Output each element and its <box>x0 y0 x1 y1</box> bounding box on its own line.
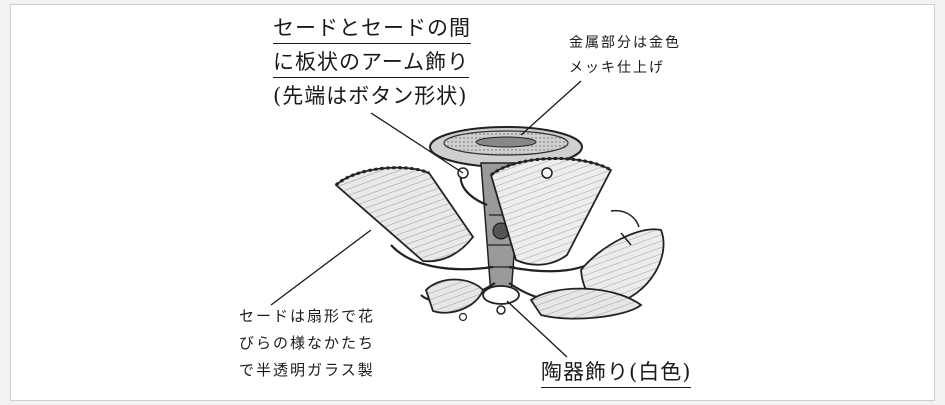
annotation-arm-line2: に板状のアーム飾り <box>273 48 470 78</box>
annotation-arm-line1: セードとセードの間 <box>273 14 471 44</box>
annotation-arm: セードとセードの間 に板状のアーム飾り (先端はボタン形状) <box>273 11 471 113</box>
glass-shade-front-left <box>424 278 485 314</box>
annotation-metal: 金属部分は金色 メッキ仕上げ <box>569 31 681 81</box>
glass-shade-left <box>334 166 475 263</box>
chandelier-drawing <box>270 80 665 358</box>
ceramic-ornament <box>482 285 520 315</box>
glass-shade-front-right <box>529 287 643 320</box>
glass-shade-back-center <box>489 157 613 266</box>
annotation-shade-line1: セードは扇形で花 <box>239 307 376 325</box>
figure-frame: セードとセードの間 に板状のアーム飾り (先端はボタン形状) 金属部分は金色 メ… <box>10 4 935 401</box>
annotation-metal-line2: メッキ仕上げ <box>569 60 665 76</box>
annotation-metal-line1: 金属部分は金色 <box>569 35 681 51</box>
leader-line-shade <box>270 229 372 306</box>
annotation-shade: セードは扇形で花 びらの様なかたち で半透明ガラス製 <box>239 303 375 384</box>
leader-line-arm <box>370 112 464 174</box>
annotation-ceramic-line1: 陶器飾り(白色) <box>541 358 692 388</box>
leader-line-metal <box>520 80 582 136</box>
leader-line-ceramic <box>506 300 568 358</box>
ceiling-canopy <box>429 126 583 168</box>
glass-shade-right <box>580 209 665 306</box>
annotation-shade-line3: で半透明ガラス製 <box>239 361 375 379</box>
annotation-shade-line2: びらの様なかたち <box>239 334 376 352</box>
annotation-arm-line3: (先端はボタン形状) <box>273 84 468 108</box>
leader-lines <box>270 80 582 358</box>
annotation-ceramic: 陶器飾り(白色) <box>541 355 692 389</box>
